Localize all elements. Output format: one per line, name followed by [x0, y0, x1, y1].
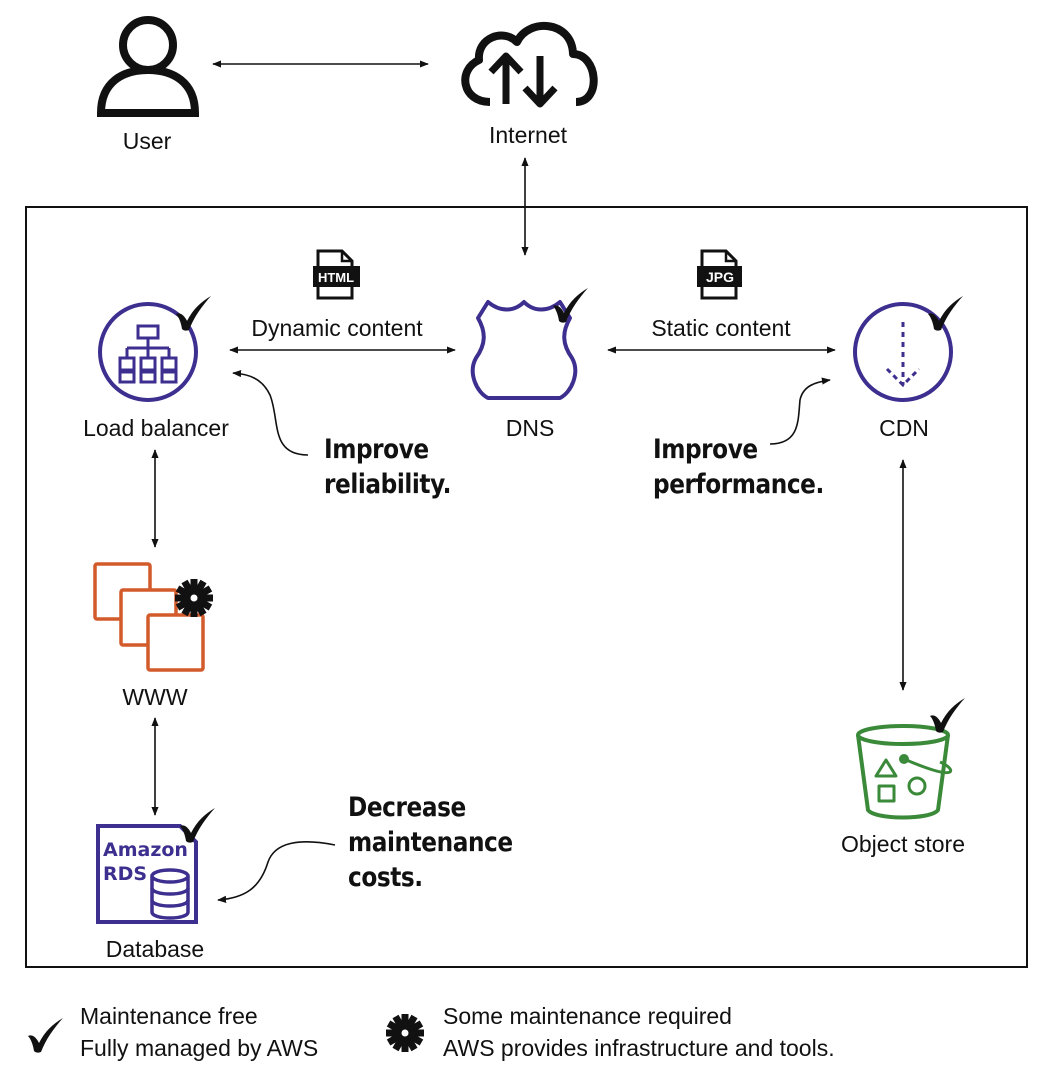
internet-cloud-icon: [461, 21, 598, 108]
www-instances-icon: [93, 562, 205, 672]
jpg-file-icon: JPG: [697, 249, 742, 300]
legend-check-icon: [28, 1018, 63, 1053]
load-balancer-managed-check-icon: [176, 296, 211, 331]
static-content-label: Static content: [651, 315, 791, 341]
html-file-icon: HTML: [313, 249, 360, 300]
legend-maintenance-free-line2: Fully managed by AWS: [80, 1035, 319, 1061]
legend-some-maintenance: Some maintenance required AWS provides i…: [443, 1000, 835, 1064]
load-balancer-label: Load balancer: [83, 415, 229, 441]
www-maintenance-gear-icon: [175, 579, 213, 617]
legend-some-maintenance-line1: Some maintenance required: [443, 1003, 732, 1029]
performance-callout-curve: [769, 377, 831, 445]
cdn-label: CDN: [879, 415, 929, 441]
legend-maintenance-free: Maintenance free Fully managed by AWS: [80, 1000, 318, 1064]
object-store-bucket-icon: [856, 724, 953, 820]
legend-some-maintenance-line2: AWS provides infrastructure and tools.: [443, 1035, 835, 1061]
database-label: Database: [105, 936, 205, 962]
www-label: WWW: [122, 684, 188, 710]
internet-label: Internet: [489, 122, 567, 148]
legend-gear-icon: [386, 1014, 424, 1052]
amazon-rds-icon: Amazon RDS: [96, 824, 198, 924]
load-balancer-icon: [98, 302, 198, 402]
rds-label-rds: RDS: [103, 863, 147, 885]
dynamic-content-label: Dynamic content: [251, 315, 423, 341]
improve-reliability-note: Improve reliability.: [324, 434, 452, 500]
dns-shield-icon: [470, 300, 578, 400]
improve-performance-note: Improve performance.: [653, 434, 824, 500]
html-file-label: HTML: [318, 270, 354, 285]
cdn-icon: [853, 302, 953, 402]
user-label: User: [122, 128, 172, 154]
user-icon: [96, 16, 200, 117]
legend-maintenance-free-line1: Maintenance free: [80, 1003, 258, 1029]
maintenance-callout-curve: [217, 841, 336, 903]
reliability-callout-curve: [232, 369, 309, 456]
decrease-maintenance-note: Decrease maintenance costs.: [348, 792, 513, 893]
jpg-file-label: JPG: [706, 269, 734, 285]
object-store-label: Object store: [841, 831, 965, 857]
dns-label: DNS: [505, 415, 555, 441]
rds-label-amazon: Amazon: [103, 839, 188, 861]
